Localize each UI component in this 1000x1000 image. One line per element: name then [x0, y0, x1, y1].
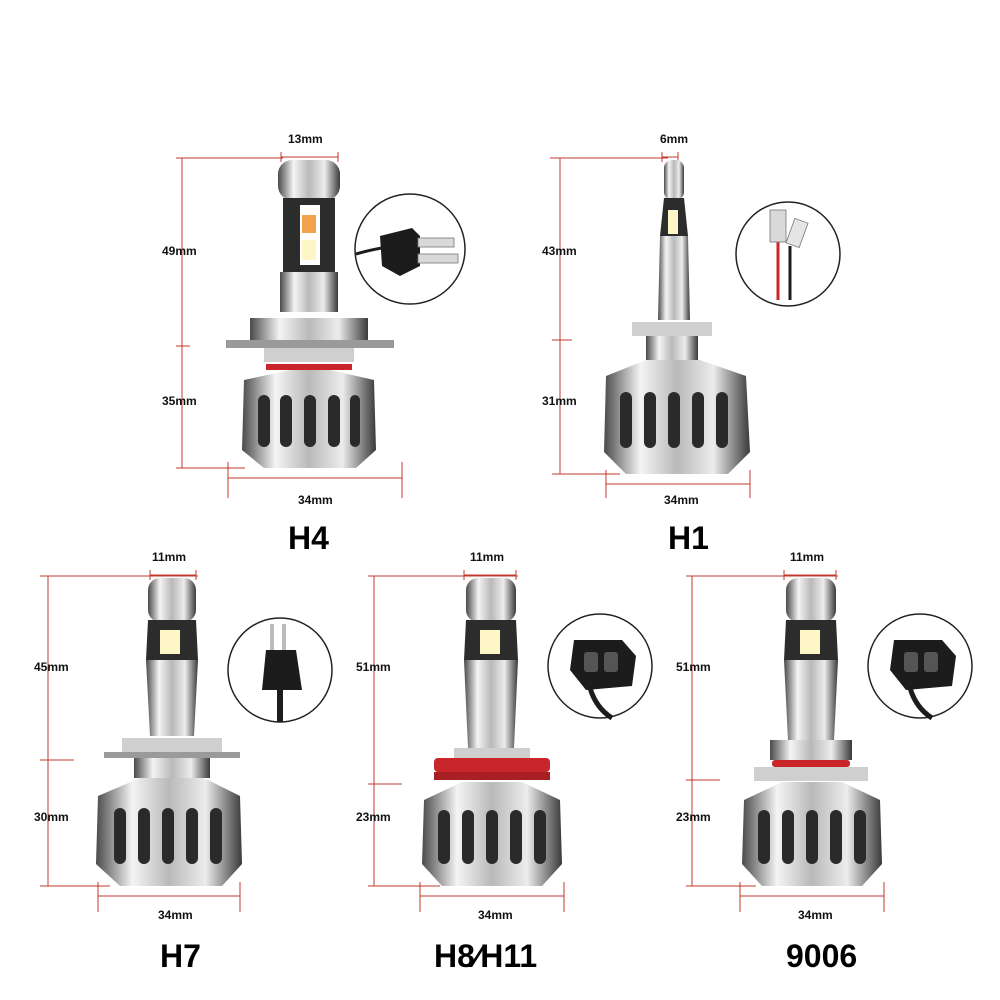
9006-dimension-lines — [686, 570, 885, 912]
9006-lower-length-label: 23mm — [676, 810, 711, 824]
h4-dimension-lines — [176, 152, 403, 498]
h1-bulb-body — [604, 160, 750, 474]
h7-lower-length-label: 30mm — [34, 810, 69, 824]
h7-bulb-body — [96, 578, 242, 886]
h8-h11-lower-length-label: 23mm — [356, 810, 391, 824]
h1-dimension-lines — [550, 152, 751, 498]
h8-h11-top-width-label: 11mm — [470, 550, 505, 564]
h1-upper-length-label: 43mm — [542, 244, 577, 258]
9006-socket-connector-icon — [867, 613, 973, 721]
h8-h11-base-width-label: 34mm — [478, 908, 513, 922]
h1-top-width-label: 6mm — [660, 132, 689, 146]
9006-upper-length-label: 51mm — [676, 660, 711, 674]
h8-h11-dimension-lines — [368, 570, 565, 912]
9006-top-width-label: 11mm — [790, 550, 825, 564]
h7-top-width-label: 11mm — [152, 550, 187, 564]
h7-upper-length-label: 45mm — [34, 660, 69, 674]
h4-base-width-label: 34mm — [298, 493, 333, 507]
h7-dimension-lines — [40, 570, 241, 912]
h1-lower-length-label: 31mm — [542, 394, 577, 408]
h8-h11-upper-length-label: 51mm — [356, 660, 391, 674]
9006-model-label: 9006 — [786, 938, 858, 974]
h7-plug-connector-icon — [227, 617, 333, 723]
h8-h11-model-label: H8∕H11 — [434, 938, 538, 974]
h4-top-width-label: 13mm — [288, 132, 323, 146]
h1-base-width-label: 34mm — [664, 493, 699, 507]
9006-bulb-body — [742, 578, 882, 886]
h11-socket-connector-icon — [547, 613, 653, 721]
h4-model-label: H4 — [288, 520, 329, 556]
h4-plug-connector-icon — [354, 193, 466, 305]
h4-lower-length-label: 35mm — [162, 394, 197, 408]
h8-h11-bulb-body — [422, 578, 562, 886]
h1-model-label: H1 — [668, 520, 709, 556]
h4-upper-length-label: 49mm — [162, 244, 197, 258]
9006-base-width-label: 34mm — [798, 908, 833, 922]
spade-wire-connector-icon — [735, 201, 841, 307]
h7-model-label: H7 — [160, 938, 201, 974]
h7-base-width-label: 34mm — [158, 908, 193, 922]
h4-bulb-body — [226, 160, 394, 468]
